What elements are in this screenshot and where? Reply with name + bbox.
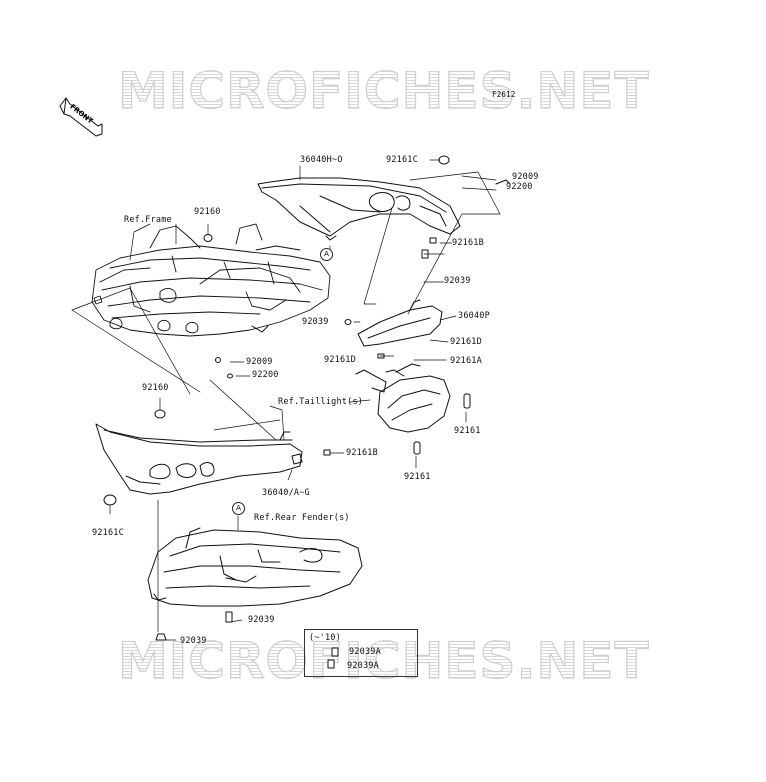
label-36040A-G: 36040/A~G (262, 488, 310, 498)
frame-assembly (91, 223, 331, 337)
front-arrow-icon (59, 97, 103, 137)
label-92200-mid: 92200 (252, 370, 279, 380)
rear-fender (147, 527, 363, 607)
inset-item-2: 92039A (347, 661, 379, 671)
label-92161D-right: 92161D (450, 337, 482, 347)
label-ref-rear-fender: Ref.Rear Fender(s) (254, 513, 350, 523)
label-92039-bottom: 92039 (180, 636, 207, 646)
label-92009-mid: 92009 (246, 357, 273, 367)
lower-side-cover (95, 423, 303, 495)
upper-seat-cowl (257, 177, 461, 241)
small-parts (103, 155, 511, 641)
side-cover-36040P (357, 299, 443, 347)
label-92161C-low: 92161C (92, 528, 124, 538)
label-92039-mid: 92039 (302, 317, 329, 327)
inset-parts (327, 647, 339, 669)
inset-item-1: 92039A (349, 647, 381, 657)
leader-lines (71, 159, 501, 641)
label-92160-top: 92160 (194, 207, 221, 217)
label-92009-top: 92009 (512, 172, 539, 182)
label-92200-top: 92200 (506, 182, 533, 192)
figure-code: F2612 (492, 90, 516, 99)
label-92161B-low: 92161B (346, 448, 378, 458)
watermark-top: MICROFICHES.NET (117, 61, 650, 120)
label-ref-frame: Ref.Frame (124, 215, 172, 225)
label-92161-right-1: 92161 (454, 426, 481, 436)
label-92161D-left: 92161D (324, 355, 356, 365)
inset-title: (~'10) (309, 633, 341, 643)
watermark-bottom: MICROFICHES.NET (117, 631, 650, 690)
label-92161C-top: 92161C (386, 155, 418, 165)
label-92039-right: 92039 (444, 276, 471, 286)
label-ref-taillight: Ref.Taillight(s) (278, 397, 364, 407)
label-92161B-top: 92161B (452, 238, 484, 248)
label-92160-mid: 92160 (142, 383, 169, 393)
label-36040P: 36040P (458, 311, 490, 321)
label-92161-right-2: 92161 (404, 472, 431, 482)
label-92039-low: 92039 (248, 615, 275, 625)
reference-marker-a-bottom: A (232, 502, 245, 515)
reference-marker-a-top: A (320, 248, 333, 261)
inset-box: (~'10) 92039A 92039A (304, 629, 418, 677)
label-36040H-O: 36040H~O (300, 155, 343, 165)
label-92161A: 92161A (450, 356, 482, 366)
taillight (355, 369, 451, 433)
